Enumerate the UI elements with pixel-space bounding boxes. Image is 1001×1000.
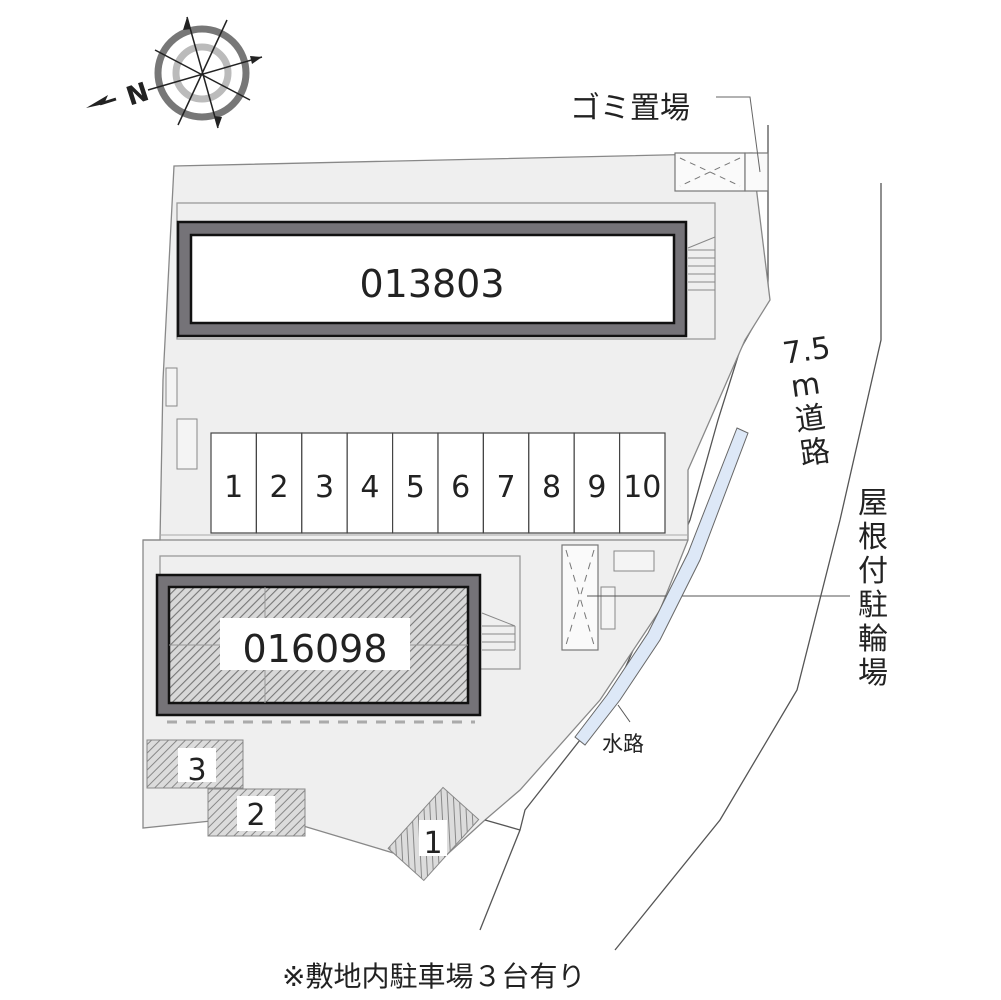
parking-space-label: 4 [360,470,379,505]
building-013803 [176,202,716,340]
utility-box [176,418,198,470]
garbage-area [674,96,769,192]
compass-north-label: N [123,77,153,112]
parking-space-label: 1 [224,470,243,505]
parking-space [573,432,621,534]
building-016098 [155,555,521,724]
waterway-label: 水路 [602,732,644,756]
parking-space [392,432,439,534]
parking-label-1: 1 [423,826,442,861]
parking-space-label: 7 [497,470,516,505]
parking-space [301,432,348,534]
compass-rose-icon: N [86,16,263,129]
bicycle-label-char: 駐 [858,588,888,623]
parking-space [255,432,303,534]
bicycle-parking-label: 屋 根 付 駐 輪 場 [855,487,891,691]
bicycle-label-char: 根 [858,520,888,555]
parking-space [618,432,666,534]
garbage-area-label: ゴミ置場 [570,91,690,126]
bicycle-label-char: 場 [858,656,888,691]
building-label-016098: 016098 [242,627,387,671]
hatched-parking-2 [207,788,306,837]
parking-space-label: 6 [451,470,470,505]
road-label-char: 路 [797,433,833,473]
hatched-parking-3 [146,739,244,789]
parking-space-label: 10 [623,470,661,505]
parking-space-label: 2 [270,470,289,505]
parking-label-2: 2 [246,798,265,833]
parking-label-3: 3 [187,753,206,788]
parking-space-label: 9 [587,470,606,505]
waterway-leader [617,704,631,723]
bicycle-label-char: 付 [858,554,888,589]
utility-box [165,367,178,407]
parking-space [528,432,575,534]
bicycle-label-char: 屋 [858,486,888,521]
waterway [574,427,749,746]
bicycle-label-char: 輪 [858,622,888,657]
building-label-013803: 013803 [359,262,504,306]
parking-space [437,432,485,534]
parking-space-label: 3 [315,470,334,505]
parking-space-label: 5 [406,470,425,505]
parking-space [346,432,394,534]
parking-space-label: 8 [542,470,561,505]
bicycle-parking [561,544,850,651]
footnote: ※敷地内駐車場３台有り [282,960,586,993]
parking-space [482,432,530,534]
